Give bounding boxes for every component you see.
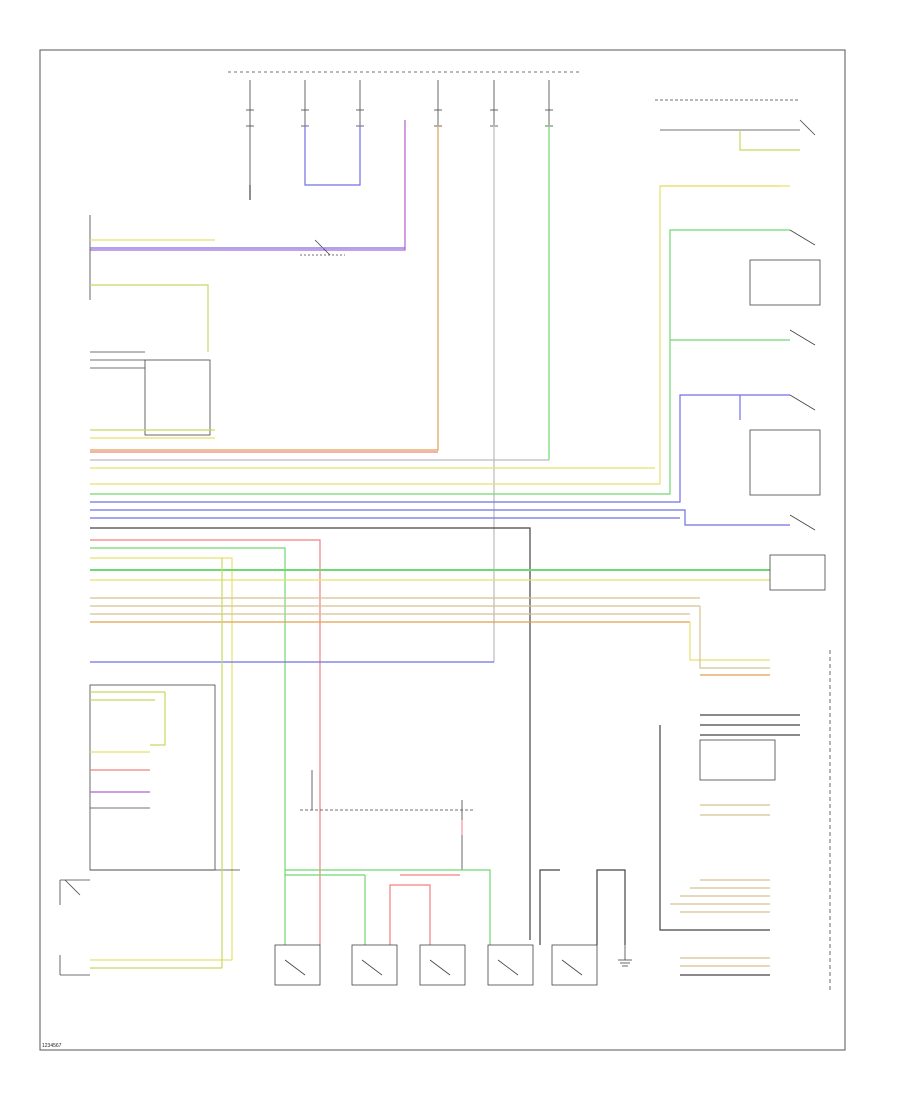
switch-r5	[789, 514, 816, 531]
main-harness	[90, 185, 790, 960]
right-switches	[655, 99, 826, 591]
actuator-3	[419, 944, 466, 986]
fuse-box-top	[228, 71, 580, 185]
fuse-3	[356, 80, 364, 127]
actuator-wires	[285, 869, 626, 945]
diagram-frame	[39, 49, 846, 1051]
fuse-1	[246, 80, 254, 185]
actuator-2	[351, 944, 398, 986]
wire-orange-fuse	[90, 125, 439, 451]
actuator-5	[551, 944, 598, 986]
switch-r2	[789, 229, 816, 246]
fuse-4	[434, 80, 442, 127]
wire-yellow-green-pin	[90, 284, 209, 352]
switch-lower-left	[59, 879, 90, 976]
right-lower-harness	[659, 606, 800, 976]
fuse-5	[490, 80, 498, 127]
fuse-output-wires	[90, 120, 550, 662]
ground-symbol	[618, 945, 632, 967]
fuse-6	[545, 80, 553, 127]
fuse-2	[301, 80, 309, 127]
control-module-left	[89, 215, 405, 436]
footer-code: 1234567	[42, 1043, 62, 1049]
wire-blue-fuse	[304, 125, 361, 186]
right-lower-modules	[699, 650, 831, 990]
connector-r6	[769, 554, 826, 591]
center-ground	[300, 770, 475, 870]
wire-yellow-green-r1	[739, 130, 800, 151]
switch-r1	[660, 119, 816, 136]
actuator-1	[274, 944, 321, 986]
actuator-4	[487, 944, 534, 986]
wire-violet-fuse	[90, 120, 406, 251]
actuator-row	[274, 944, 632, 986]
switch-r4	[789, 394, 816, 411]
switch-r3	[789, 329, 816, 346]
module-lower-left	[89, 558, 240, 969]
